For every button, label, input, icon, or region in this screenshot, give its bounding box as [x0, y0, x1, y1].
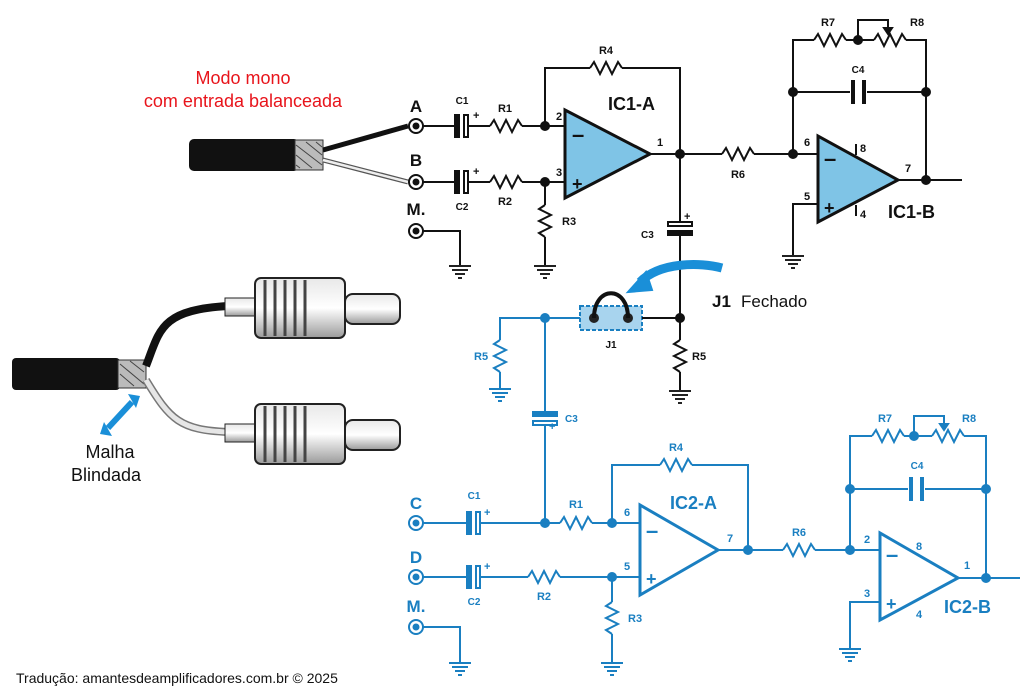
ic2a-r1-label: R1	[569, 499, 583, 511]
ic1a-r4-label: R4	[599, 45, 614, 57]
input-m-label: M.	[407, 200, 426, 219]
svg-text:–: –	[646, 518, 658, 543]
c3-blue-label: C3	[565, 414, 578, 425]
ic2a-r3-label: R3	[628, 613, 642, 625]
ic2b-pin-gnd: 4	[916, 609, 923, 621]
top-circuit	[189, 19, 962, 318]
mode-title-line1: Modo mono	[195, 68, 290, 88]
shield-label-line1: Malha	[85, 442, 135, 462]
ic1b-r7-label: R7	[821, 17, 835, 29]
input-m2-label: M.	[407, 597, 426, 616]
input-d-label: D	[410, 548, 422, 567]
ic2b-r7-label: R7	[878, 413, 892, 425]
ic2a-r4-label: R4	[669, 442, 684, 454]
ic1a-c2-label: C2	[456, 202, 469, 213]
svg-text:–: –	[886, 542, 898, 567]
svg-text:+: +	[886, 594, 897, 614]
ic2a-pin-inv: 6	[624, 507, 630, 519]
ic2a-c1-label: C1	[468, 491, 481, 502]
svg-text:+: +	[646, 569, 657, 589]
svg-text:–: –	[572, 122, 584, 147]
svg-text:+: +	[484, 507, 490, 519]
ic1b-pin-out: 7	[905, 163, 911, 175]
svg-text:+: +	[824, 198, 835, 218]
ic1b-pin-noninv: 5	[804, 191, 810, 203]
ic1a-pin-out: 1	[657, 137, 663, 149]
ic2a-name: IC2-A	[670, 493, 717, 513]
svg-text:+: +	[473, 166, 479, 178]
mode-title-line2: com entrada balanceada	[144, 91, 343, 111]
jumper-area	[545, 260, 724, 404]
svg-text:–: –	[824, 146, 836, 171]
ic1a-r2-label: R2	[498, 196, 512, 208]
top-cable	[189, 139, 299, 171]
ic2a-c2-label: C2	[468, 597, 481, 608]
input-a-label: A	[410, 97, 422, 116]
shield-label-line2: Blindada	[71, 465, 142, 485]
ic2b-pin-vcc: 8	[916, 541, 922, 553]
j1-caption: J1	[712, 292, 731, 311]
ic1b-r8-label: R8	[910, 17, 924, 29]
input-c-label: C	[410, 494, 422, 513]
ic1b-pin-vcc: 8	[860, 143, 866, 155]
bottom-circuit	[408, 313, 1020, 676]
ic1a-r3-label: R3	[562, 216, 576, 228]
svg-text:+: +	[484, 561, 490, 573]
svg-text:+: +	[473, 110, 479, 122]
ic2b-pin-noninv: 3	[864, 588, 870, 600]
ic1a-c1-label: C1	[456, 96, 469, 107]
ic1a-opamp	[563, 107, 654, 201]
ic1b-c4-label: C4	[852, 65, 865, 76]
ic2a-pin-noninv: 5	[624, 561, 630, 573]
j1-label: J1	[605, 340, 617, 351]
input-b-label: B	[410, 151, 422, 170]
ic1a-r1-label: R1	[498, 103, 512, 115]
credit-text: Tradução: amantesdeamplificadores.com.br…	[16, 670, 338, 686]
ic2a-r2-label: R2	[537, 591, 551, 603]
ic1b-opamp	[816, 133, 902, 225]
rca-cable-body	[12, 358, 120, 390]
ic1a-pin-inv: 2	[556, 111, 562, 123]
ic2b-name: IC2-B	[944, 597, 991, 617]
ic2b-r6-label: R6	[792, 527, 806, 539]
ic2a-pin-out: 7	[727, 533, 733, 545]
ic2b-opamp	[878, 530, 962, 623]
wire-a-cable	[322, 123, 409, 153]
ic1b-pin-inv: 6	[804, 137, 810, 149]
ic2a-opamp	[638, 502, 722, 598]
svg-text:+: +	[572, 174, 583, 194]
r5-right-label: R5	[692, 351, 706, 363]
rca-cable-illustration	[12, 277, 401, 465]
ic2b-r8-label: R8	[962, 413, 976, 425]
svg-text:+: +	[684, 211, 690, 223]
ic1b-name: IC1-B	[888, 202, 935, 222]
ic2b-c4-label: C4	[911, 461, 924, 472]
ic1b-pin-gnd: 4	[860, 209, 867, 221]
jumper-state-label: Fechado	[741, 292, 807, 311]
ic2b-pin-out: 1	[964, 560, 970, 572]
c3-top-label: C3	[641, 230, 654, 241]
ic2b-pin-inv: 2	[864, 534, 870, 546]
ic1a-name: IC1-A	[608, 94, 655, 114]
svg-text:+: +	[549, 421, 555, 433]
r5-left-label: R5	[474, 351, 488, 363]
ic1b-r6-label: R6	[731, 169, 745, 181]
ic1a-pin-noninv: 3	[556, 167, 562, 179]
